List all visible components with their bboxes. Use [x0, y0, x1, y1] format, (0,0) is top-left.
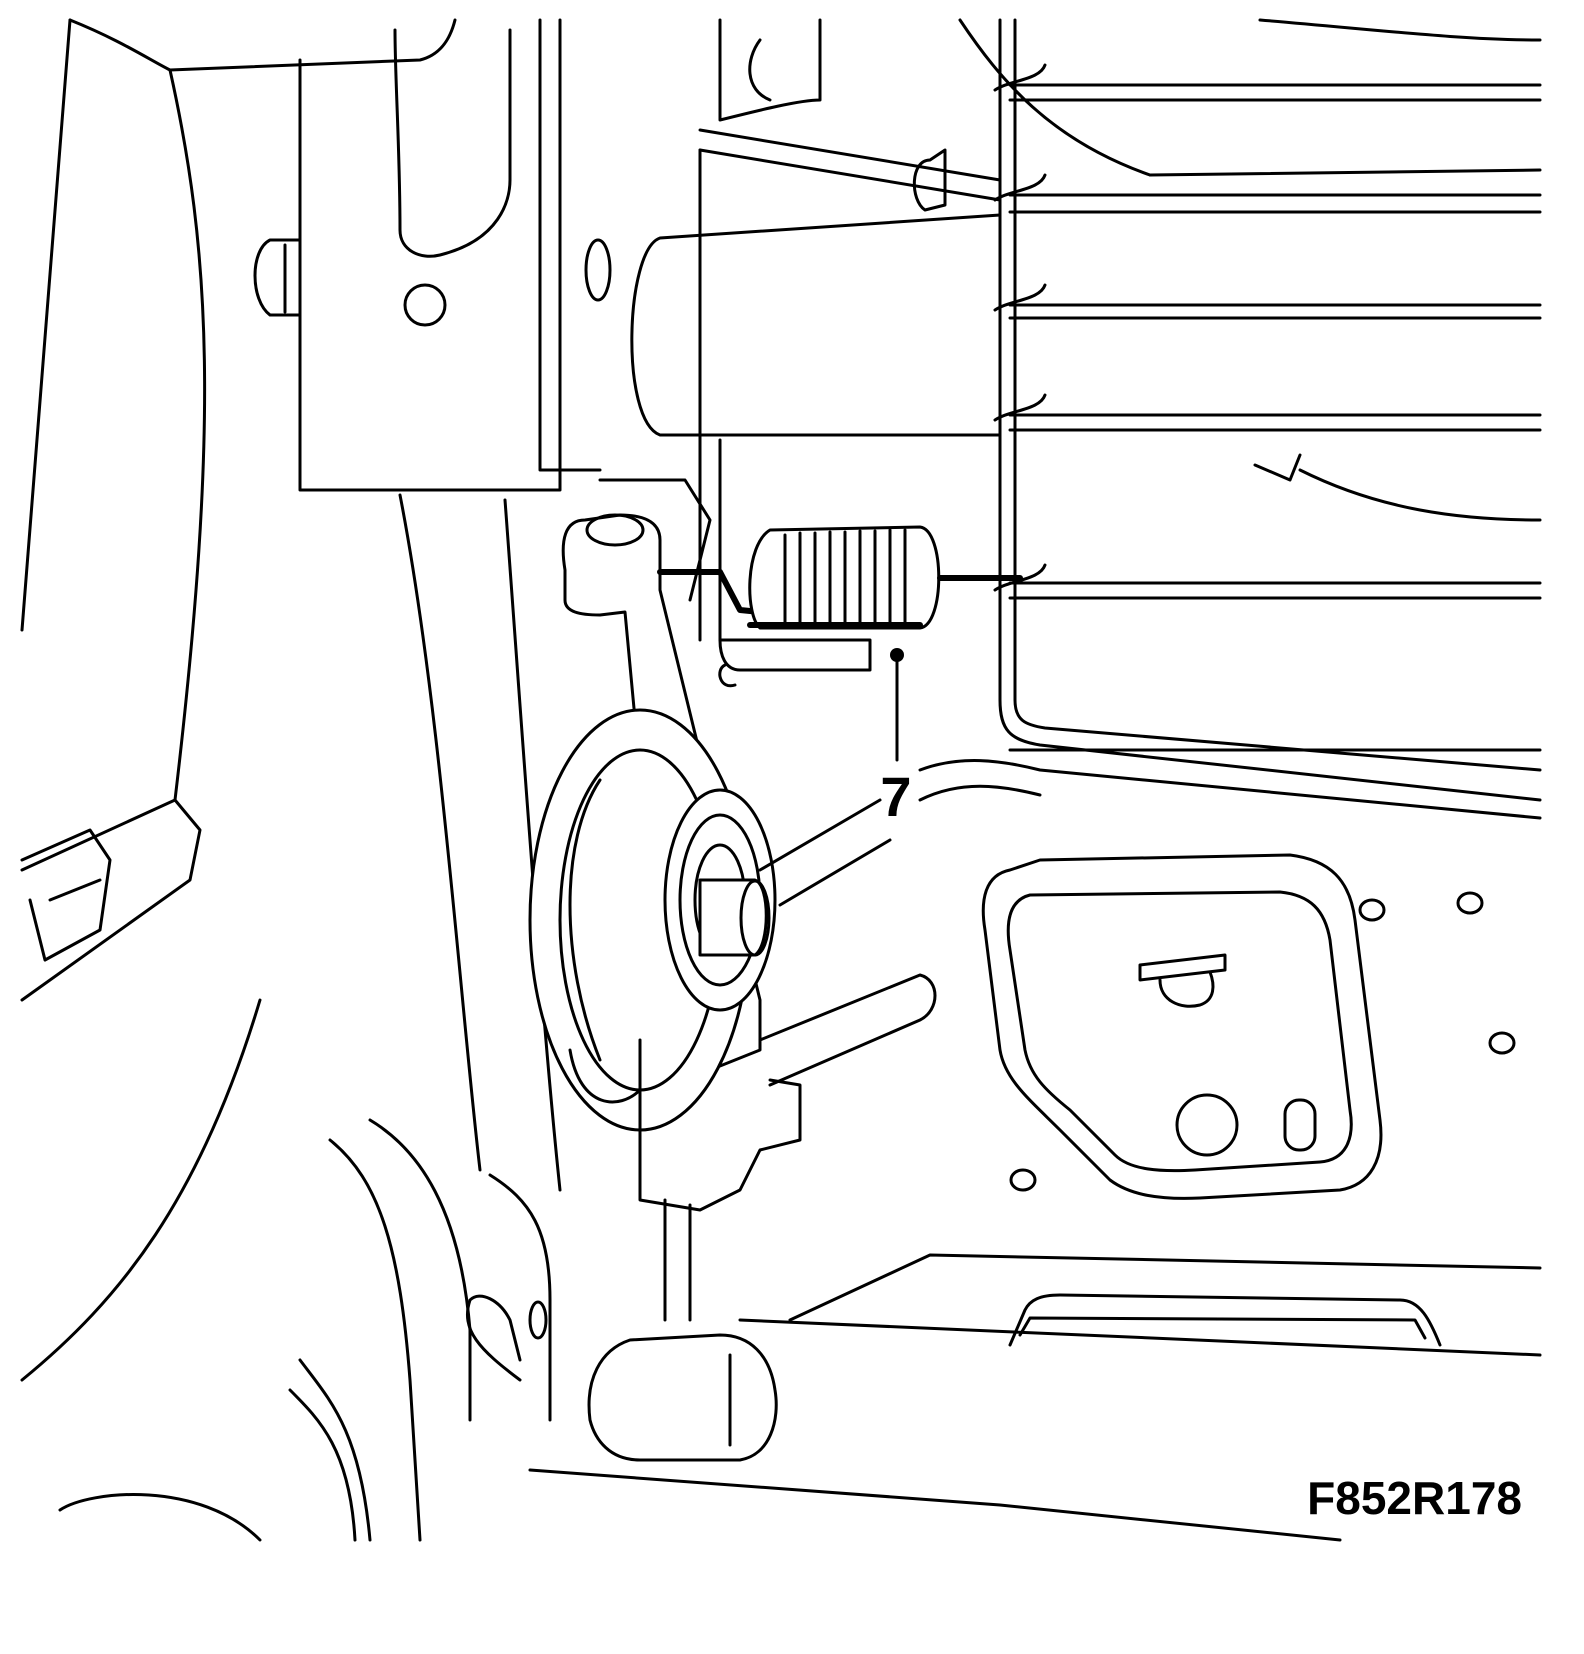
callout-leader	[890, 648, 904, 762]
upper-bracket-plate	[253, 18, 612, 492]
tension-spring	[657, 525, 1023, 688]
lower-bracket	[288, 1118, 778, 1542]
left-body-panel	[20, 18, 457, 1542]
callout-number: 7	[880, 765, 912, 828]
pulley	[528, 708, 937, 1322]
cross-tube	[630, 18, 1002, 642]
seat-frame-wires	[958, 18, 1542, 802]
figure-id-label: F852R178	[1307, 1472, 1522, 1524]
lower-floor-panel	[528, 759, 1542, 1542]
